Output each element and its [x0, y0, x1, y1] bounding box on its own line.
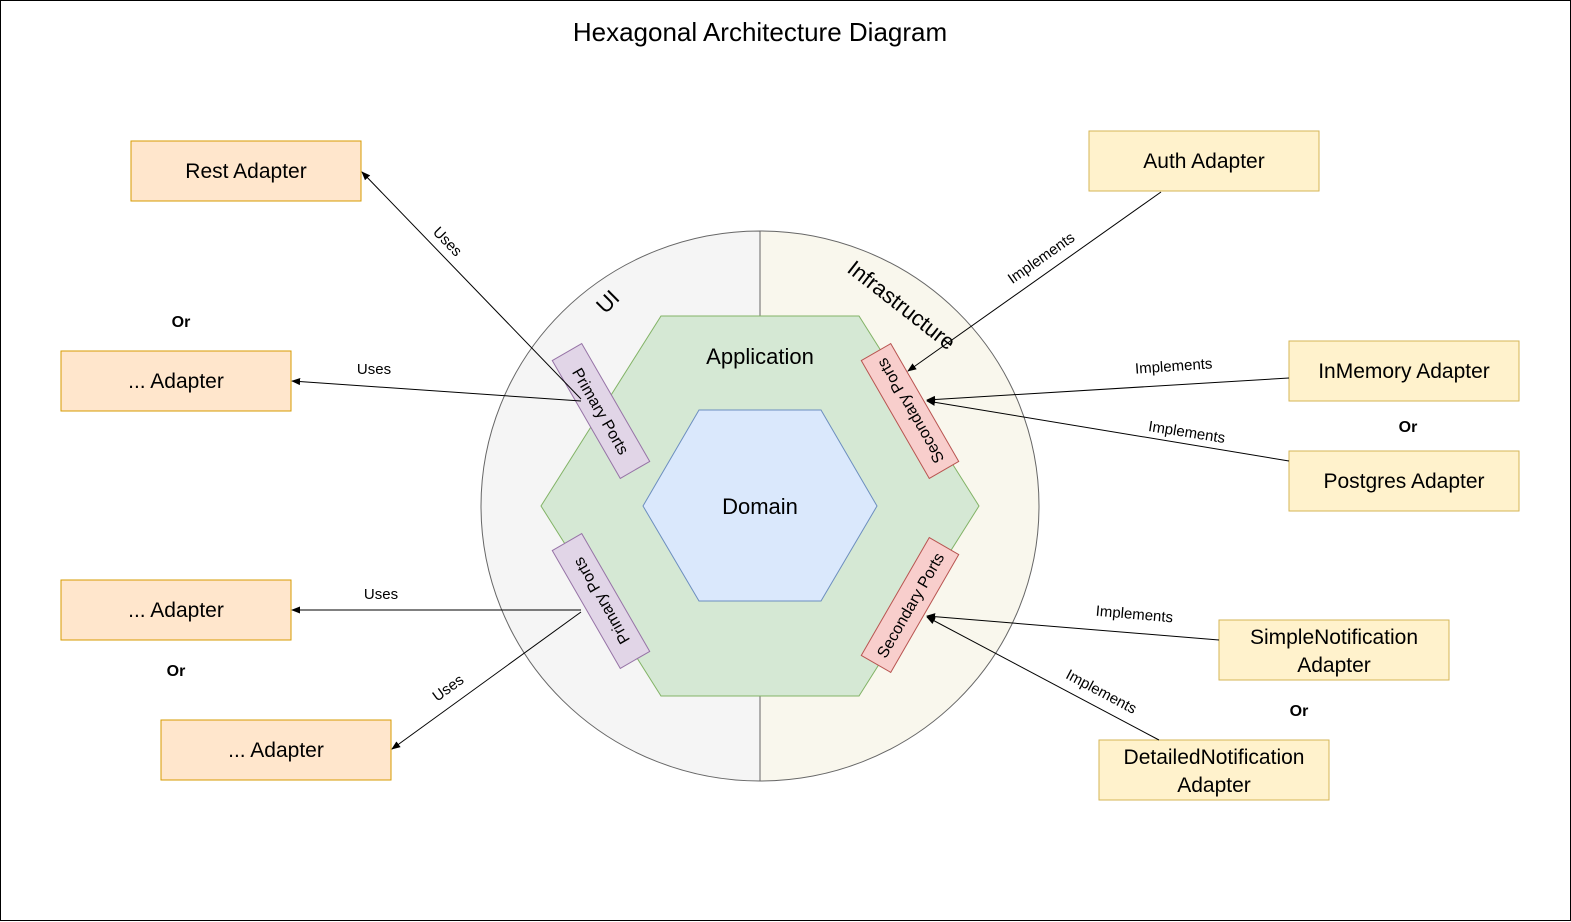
or-label-left-bottom: Or — [167, 663, 186, 680]
implements-postgres-label: Implements — [1147, 418, 1226, 447]
uses-ui1-edge — [291, 377, 582, 402]
ui-adapter-1: ... Adapter — [60, 350, 292, 412]
uses-ui1-label: Uses — [357, 361, 391, 378]
domain-label: Domain — [722, 494, 798, 519]
detailed-notification-adapter: DetailedNotification Adapter — [1098, 739, 1330, 801]
auth-adapter-label: Auth Adapter — [1143, 150, 1264, 173]
simple-notification-adapter-label-line1: SimpleNotification — [1250, 626, 1418, 649]
or-label-right-bottom: Or — [1290, 703, 1309, 720]
inmemory-adapter-label: InMemory Adapter — [1318, 360, 1490, 383]
simple-notification-adapter: SimpleNotification Adapter — [1218, 619, 1450, 681]
rest-adapter: Rest Adapter — [130, 140, 362, 202]
postgres-adapter: Postgres Adapter — [1288, 450, 1520, 512]
postgres-adapter-label: Postgres Adapter — [1323, 470, 1484, 493]
implements-detailed-edge — [926, 616, 1160, 741]
implements-postgres-edge — [926, 398, 1290, 462]
ui-adapter-2-label: ... Adapter — [128, 599, 224, 622]
auth-adapter: Auth Adapter — [1088, 130, 1320, 192]
implements-detailed-label: Implements — [1063, 666, 1139, 717]
detailed-notification-adapter-label-line1: DetailedNotification — [1124, 746, 1305, 769]
inmemory-adapter: InMemory Adapter — [1288, 340, 1520, 402]
uses-ui3-edge — [391, 611, 582, 750]
ui-adapter-3-label: ... Adapter — [228, 739, 324, 762]
implements-auth-edge — [907, 191, 1162, 372]
uses-rest-edge — [361, 171, 582, 400]
implements-inmemory-edge — [926, 377, 1290, 404]
simple-notification-adapter-label-line2: Adapter — [1297, 654, 1371, 677]
or-label-left-top: Or — [172, 314, 191, 331]
diagram-title: Hexagonal Architecture Diagram — [573, 17, 947, 47]
ui-adapter-2: ... Adapter — [60, 579, 292, 641]
application-label: Application — [706, 344, 814, 369]
uses-rest-label: Uses — [429, 224, 465, 260]
implements-simple-edge — [926, 613, 1220, 641]
domain-hexagon — [642, 409, 878, 602]
ui-adapter-1-label: ... Adapter — [128, 370, 224, 393]
or-label-right-middle: Or — [1399, 419, 1418, 436]
ui-adapter-3: ... Adapter — [160, 719, 392, 781]
implements-simple-label: Implements — [1095, 603, 1174, 627]
detailed-notification-adapter-label-line2: Adapter — [1177, 774, 1251, 797]
implements-inmemory-label: Implements — [1134, 355, 1213, 377]
uses-ui3-label: Uses — [430, 671, 468, 705]
uses-ui2-label: Uses — [364, 586, 398, 603]
rest-adapter-label: Rest Adapter — [185, 160, 306, 183]
